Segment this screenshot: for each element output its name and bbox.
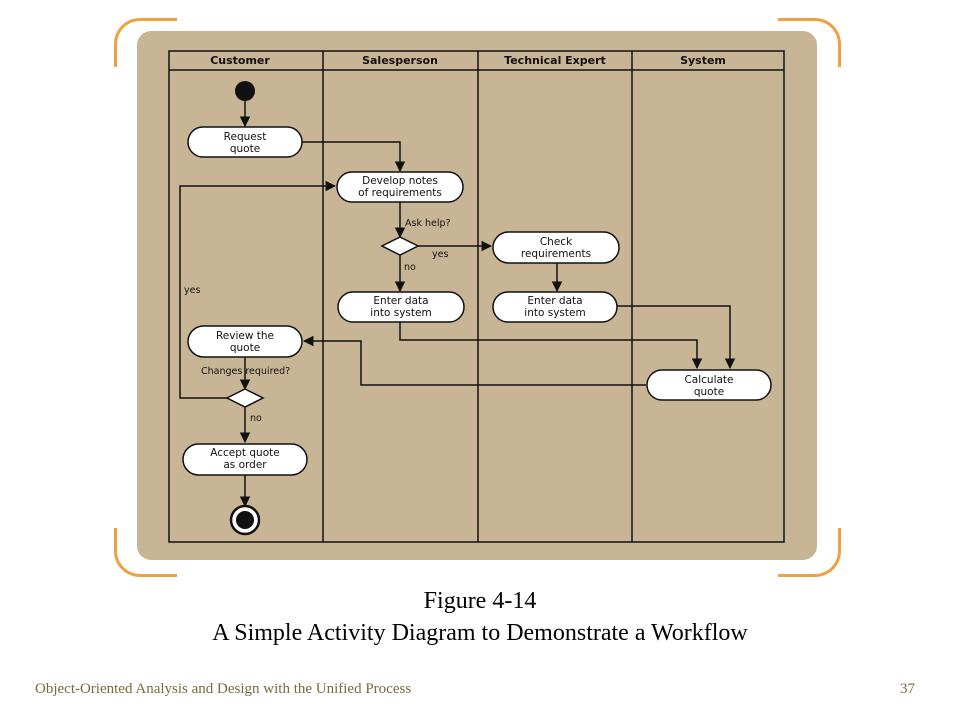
activity-label: Review the bbox=[216, 330, 274, 342]
activity-check-requirements: Check requirements bbox=[492, 231, 620, 264]
flow-calculate-to-review bbox=[302, 335, 646, 386]
lane-title-system: System bbox=[680, 54, 726, 67]
figure-number: Figure 4-14 bbox=[423, 588, 537, 614]
flow-request-to-develop bbox=[302, 141, 406, 173]
final-node bbox=[229, 504, 261, 536]
guard-ask-help-no: no bbox=[404, 262, 416, 273]
activity-label: into system bbox=[370, 307, 431, 319]
activity-label: Accept quote bbox=[210, 447, 279, 459]
corner-bracket-top-right bbox=[778, 18, 841, 67]
activity-label: quote bbox=[230, 143, 260, 155]
flow-enter-tech-to-calculate bbox=[617, 305, 736, 370]
figure-title: A Simple Activity Diagram to Demonstrate… bbox=[212, 620, 748, 646]
activity-label: Check bbox=[540, 236, 573, 248]
activity-label: quote bbox=[230, 342, 260, 354]
activity-label: Enter data bbox=[527, 295, 582, 307]
activity-enter-data-technical: Enter data into system bbox=[492, 291, 618, 323]
activity-label: Enter data bbox=[373, 295, 428, 307]
activity-label: of requirements bbox=[358, 187, 442, 199]
activity-request-quote: Request quote bbox=[187, 126, 303, 158]
lane-title-salesperson: Salesperson bbox=[362, 54, 438, 67]
activity-label: Calculate bbox=[684, 374, 733, 386]
flow-changes-yes-loop bbox=[179, 180, 337, 399]
activity-review-quote: Review the quote bbox=[187, 325, 303, 358]
flow-connectors bbox=[179, 100, 736, 508]
corner-bracket-bottom-right bbox=[778, 528, 841, 577]
flow-enter-sales-to-calculate bbox=[399, 322, 703, 370]
initial-node bbox=[235, 81, 255, 101]
activity-enter-data-salesperson: Enter data into system bbox=[337, 291, 465, 323]
activity-accept-quote: Accept quote as order bbox=[182, 443, 308, 476]
lane-title-technical-expert: Technical Expert bbox=[504, 54, 606, 67]
guard-changes-yes: yes bbox=[184, 285, 200, 296]
activity-label: quote bbox=[694, 386, 724, 398]
guard-changes-required: Changes required? bbox=[201, 366, 290, 377]
activity-label: Develop notes bbox=[362, 175, 438, 187]
activity-develop-notes: Develop notes of requirements bbox=[336, 171, 464, 203]
decision-changes-required bbox=[225, 388, 265, 408]
activity-calculate-quote: Calculate quote bbox=[646, 369, 772, 401]
swimlane-frame bbox=[168, 50, 785, 543]
corner-bracket-bottom-left bbox=[114, 528, 177, 577]
guard-ask-help: Ask help? bbox=[405, 218, 451, 229]
activity-label: requirements bbox=[521, 248, 591, 260]
decision-ask-help bbox=[380, 236, 420, 256]
activity-label: into system bbox=[524, 307, 585, 319]
footer-page-number: 37 bbox=[900, 681, 915, 697]
lane-title-customer: Customer bbox=[210, 54, 270, 67]
guard-ask-help-yes: yes bbox=[432, 249, 448, 260]
activity-label: Request bbox=[224, 131, 267, 143]
guard-changes-no: no bbox=[250, 413, 262, 424]
footer-course-title: Object-Oriented Analysis and Design with… bbox=[35, 681, 412, 697]
corner-bracket-top-left bbox=[114, 18, 177, 67]
activity-label: as order bbox=[223, 459, 267, 471]
